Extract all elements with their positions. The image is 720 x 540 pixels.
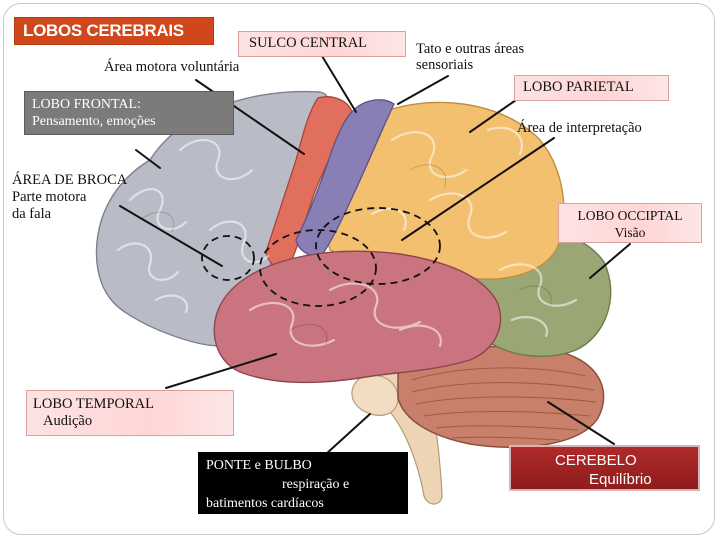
pons — [351, 374, 399, 416]
label-area-interpretacao: Área de interpretação — [517, 120, 642, 136]
label-area-interpretacao-text: Área de interpretação — [517, 120, 642, 136]
label-lobo-parietal: LOBO PARIETAL — [514, 75, 669, 101]
leader-broca — [119, 205, 223, 267]
label-ponte-line1: PONTE e BULBO — [206, 458, 312, 473]
temporal-lobe — [213, 250, 502, 384]
label-lobo-temporal: LOBO TEMPORAL Audição — [26, 390, 234, 436]
broca-circle — [201, 235, 255, 281]
slide-title: LOBOS CEREBRAIS — [14, 17, 214, 45]
leader-sulco — [321, 55, 357, 113]
leader-tato — [397, 75, 449, 105]
leader-occiptal — [589, 243, 631, 279]
label-ponte-line3: batimentos cardíacos — [206, 496, 324, 511]
label-ponte-line2: respiração e — [282, 477, 350, 492]
label-broca-line3: da fala — [12, 206, 52, 222]
label-area-broca: ÁREA DE BROCA Parte motora da fala — [12, 172, 127, 223]
leader-cerebelo — [547, 401, 615, 445]
label-lobo-temporal-line2: Audição — [43, 413, 93, 429]
label-lobo-occiptal-line1: LOBO OCCIPTAL — [577, 208, 683, 223]
auditory-circle — [259, 229, 377, 307]
label-broca-line1: ÁREA DE BROCA — [12, 172, 128, 188]
label-lobo-frontal: LOBO FRONTAL: Pensamento, emoções — [24, 91, 234, 135]
label-lobo-frontal-line2: Pensamento, emoções — [32, 114, 156, 129]
label-broca-line2: Parte motora — [12, 189, 87, 205]
label-tato-line2: sensoriais — [416, 57, 474, 73]
label-tato-line1: Tato e outras áreas — [416, 41, 525, 57]
label-lobo-frontal-line1: LOBO FRONTAL: — [32, 97, 141, 112]
label-sulco-central-text: SULCO CENTRAL — [249, 35, 368, 51]
label-lobo-parietal-text: LOBO PARIETAL — [523, 79, 634, 95]
leader-temporal — [165, 353, 277, 389]
label-tato: Tato e outras áreas sensoriais — [416, 41, 524, 73]
interpretation-circle — [315, 207, 441, 285]
label-lobo-occiptal: LOBO OCCIPTAL Visão — [558, 203, 702, 243]
label-cerebelo-line2: Equilíbrio — [589, 471, 652, 488]
leader-parietal — [469, 99, 517, 133]
leader-interpretacao — [401, 137, 555, 241]
label-cerebelo-line1: CEREBELO — [555, 452, 637, 469]
label-ponte-bulbo: PONTE e BULBO respiração e batimentos ca… — [198, 452, 408, 514]
slide-frame — [3, 3, 715, 535]
label-area-motora: Área motora voluntária — [104, 59, 239, 75]
label-area-motora-text: Área motora voluntária — [104, 59, 240, 75]
label-lobo-temporal-line1: LOBO TEMPORAL — [33, 396, 154, 412]
label-lobo-occiptal-line2: Visão — [614, 225, 646, 240]
leader-frontal — [135, 149, 161, 169]
label-cerebelo: CEREBELO Equilíbrio — [509, 445, 700, 491]
leader-ponte — [325, 413, 371, 455]
label-sulco-central: SULCO CENTRAL — [238, 31, 406, 57]
